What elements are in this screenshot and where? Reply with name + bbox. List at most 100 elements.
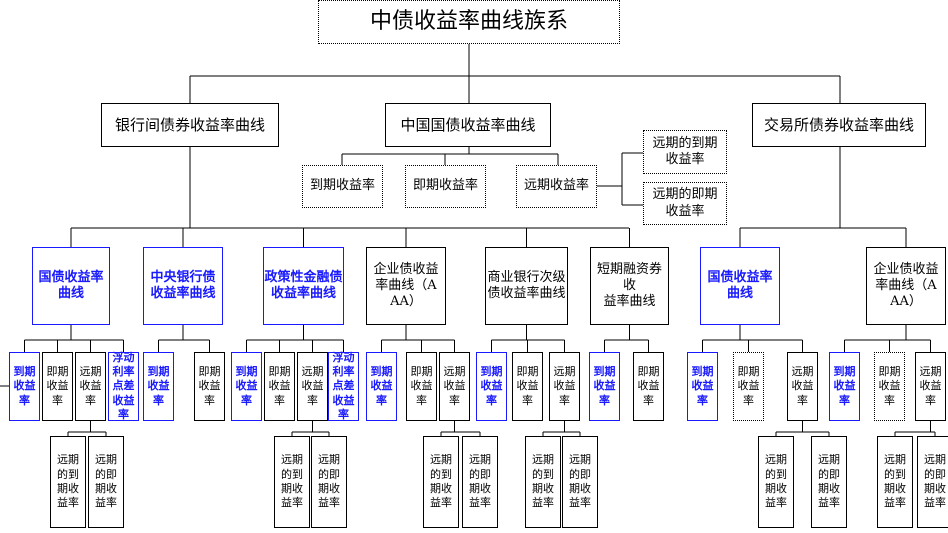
leaf-ytm-6-0-label: 到期收益率: [691, 365, 714, 407]
leaf-ytm-5-0-label: 到期收益率: [593, 365, 616, 407]
govt-spot-box: 即期收益率: [405, 165, 486, 208]
leaf-spot-5-1-label: 即期收益率: [637, 365, 660, 407]
sub-forward-spot-1: 远期的即期收益率: [311, 436, 347, 528]
leaf-ytm-0-0: 到期收益率: [9, 352, 40, 421]
govt-ytm-box-label: 到期收益率: [309, 178, 375, 194]
leaf-ytm-4-0-label: 到期收益率: [480, 365, 503, 407]
sub-forward-spot-3-label: 远期的即期收益率: [569, 453, 591, 510]
sub-forward-ytm-0: 远期的到期收益率: [50, 436, 86, 528]
sub-forward-ytm-5: 远期的到期收益率: [877, 436, 913, 528]
leaf-ytm-0-0-label: 到期收益率: [13, 365, 36, 407]
leaf-spot-7-1: 即期收益率: [874, 352, 905, 421]
leaf-forward-2-2: 远期收益率: [297, 352, 328, 421]
leaf-floating-0-3: 浮动利率点差收益率: [108, 350, 139, 421]
leaf-spot-0-1-label: 即期收益率: [46, 365, 69, 407]
leaf-spot-2-1-label: 即期收益率: [268, 365, 291, 407]
leaf-forward-4-2: 远期收益率: [549, 352, 580, 421]
leaf-spot-0-1: 即期收益率: [42, 352, 73, 421]
exchange-curve-box-label: 交易所债券收益率曲线: [763, 115, 914, 134]
sub-forward-ytm-2: 远期的到期收益率: [423, 436, 459, 528]
govt-forward-box-label: 远期收益率: [523, 178, 589, 194]
curve-box-5: 短期融资券收益率曲线: [590, 247, 669, 325]
leaf-ytm-7-0: 到期收益率: [829, 352, 860, 421]
interbank-curve-box-label: 银行间债券收益率曲线: [114, 115, 265, 134]
sub-forward-spot-2-label: 远期的即期收益率: [469, 453, 491, 510]
leaf-forward-6-2: 远期收益率: [787, 352, 818, 421]
diagram-title-box: 中债收益率曲线族系: [318, 0, 620, 44]
sub-forward-spot-5-label: 远期的即期收益率: [924, 453, 946, 510]
sub-forward-spot-4-label: 远期的即期收益率: [818, 453, 840, 510]
sub-forward-ytm-1-label: 远期的到期收益率: [281, 453, 303, 510]
leaf-forward-0-2-label: 远期收益率: [79, 365, 102, 407]
leaf-floating-2-3: 浮动利率点差收益率: [328, 351, 359, 421]
leaf-ytm-6-0: 到期收益率: [687, 352, 718, 421]
leaf-spot-3-1-label: 即期收益率: [410, 365, 433, 407]
leaf-spot-1-1: 即期收益率: [194, 352, 225, 421]
leaf-spot-6-1-label: 即期收益率: [737, 365, 760, 407]
sub-forward-ytm-1: 远期的到期收益率: [274, 436, 310, 528]
leaf-forward-2-2-label: 远期收益率: [301, 365, 324, 407]
sub-forward-spot-0-label: 远期的即期收益率: [95, 453, 117, 510]
curve-box-0-label: 国债收益率曲线: [38, 269, 104, 301]
leaf-ytm-2-0-label: 到期收益率: [235, 365, 258, 407]
leaf-spot-4-1-label: 即期收益率: [516, 365, 539, 407]
leaf-spot-6-1: 即期收益率: [733, 352, 764, 421]
leaf-spot-5-1: 即期收益率: [633, 352, 664, 421]
exchange-curve-box: 交易所债券收益率曲线: [752, 103, 926, 147]
sub-forward-spot-2: 远期的即期收益率: [462, 436, 498, 528]
sub-forward-ytm-4-label: 远期的到期收益率: [765, 453, 787, 510]
curve-box-2: 政策性金融债收益率曲线: [263, 247, 344, 325]
govt-forward-box: 远期收益率: [516, 165, 597, 208]
leaf-floating-0-3-label: 浮动利率点差收益率: [112, 350, 135, 421]
govt-spot-box-label: 即期收益率: [412, 178, 478, 194]
curve-box-5-label: 短期融资券收益率曲线: [596, 261, 662, 310]
sub-forward-spot-0: 远期的即期收益率: [88, 436, 124, 528]
govt-forward-spot-box-label: 远期的即期收益率: [652, 187, 718, 219]
leaf-spot-4-1: 即期收益率: [512, 352, 543, 421]
leaf-forward-4-2-label: 远期收益率: [553, 365, 576, 407]
leaf-ytm-1-0-label: 到期收益率: [147, 365, 170, 407]
leaf-spot-7-1-label: 即期收益率: [878, 365, 901, 407]
curve-box-1: 中央银行债收益率曲线: [143, 247, 223, 325]
govt-forward-spot-box: 远期的即期收益率: [643, 182, 727, 225]
leaf-ytm-1-0: 到期收益率: [143, 352, 174, 421]
leaf-spot-1-1-label: 即期收益率: [198, 365, 221, 407]
govt-ytm-box: 到期收益率: [302, 165, 383, 208]
leaf-spot-3-1: 即期收益率: [406, 352, 437, 421]
curve-box-6-label: 国债收益率曲线: [707, 269, 773, 301]
sub-forward-spot-1-label: 远期的即期收益率: [318, 453, 340, 510]
leaf-forward-3-2: 远期收益率: [439, 352, 470, 421]
leaf-ytm-3-0: 到期收益率: [366, 352, 397, 421]
leaf-ytm-7-0-label: 到期收益率: [833, 365, 856, 407]
leaf-ytm-2-0: 到期收益率: [231, 352, 262, 421]
sub-forward-ytm-2-label: 远期的到期收益率: [430, 453, 452, 510]
sub-forward-spot-3: 远期的即期收益率: [562, 436, 598, 528]
sub-forward-ytm-5-label: 远期的到期收益率: [884, 453, 906, 510]
leaf-forward-0-2: 远期收益率: [75, 352, 106, 421]
curve-box-4: 商业银行次级债收益率曲线: [485, 247, 568, 325]
sub-forward-ytm-3-label: 远期的到期收益率: [532, 453, 554, 510]
sub-forward-spot-4: 远期的即期收益率: [811, 436, 847, 528]
diagram-title-box-label: 中债收益率曲线族系: [369, 9, 568, 35]
govt-curve-box-label: 中国国债收益率曲线: [400, 115, 536, 134]
leaf-ytm-3-0-label: 到期收益率: [370, 365, 393, 407]
curve-box-6: 国债收益率曲线: [700, 247, 780, 325]
curve-box-0: 国债收益率曲线: [32, 247, 110, 325]
leaf-spot-2-1: 即期收益率: [264, 352, 295, 421]
govt-forward-ytm-box-label: 远期的到期收益率: [652, 135, 718, 167]
leaf-forward-6-2-label: 远期收益率: [791, 365, 814, 407]
sub-forward-ytm-0-label: 远期的到期收益率: [57, 453, 79, 510]
sub-forward-ytm-3: 远期的到期收益率: [525, 436, 561, 528]
sub-forward-ytm-4: 远期的到期收益率: [758, 436, 794, 528]
govt-forward-ytm-box: 远期的到期收益率: [643, 130, 727, 174]
curve-box-1-label: 中央银行债收益率曲线: [150, 269, 216, 301]
leaf-ytm-5-0: 到期收益率: [589, 352, 620, 421]
leaf-ytm-4-0: 到期收益率: [476, 352, 507, 421]
curve-box-2-label: 政策性金融债收益率曲线: [264, 269, 343, 301]
